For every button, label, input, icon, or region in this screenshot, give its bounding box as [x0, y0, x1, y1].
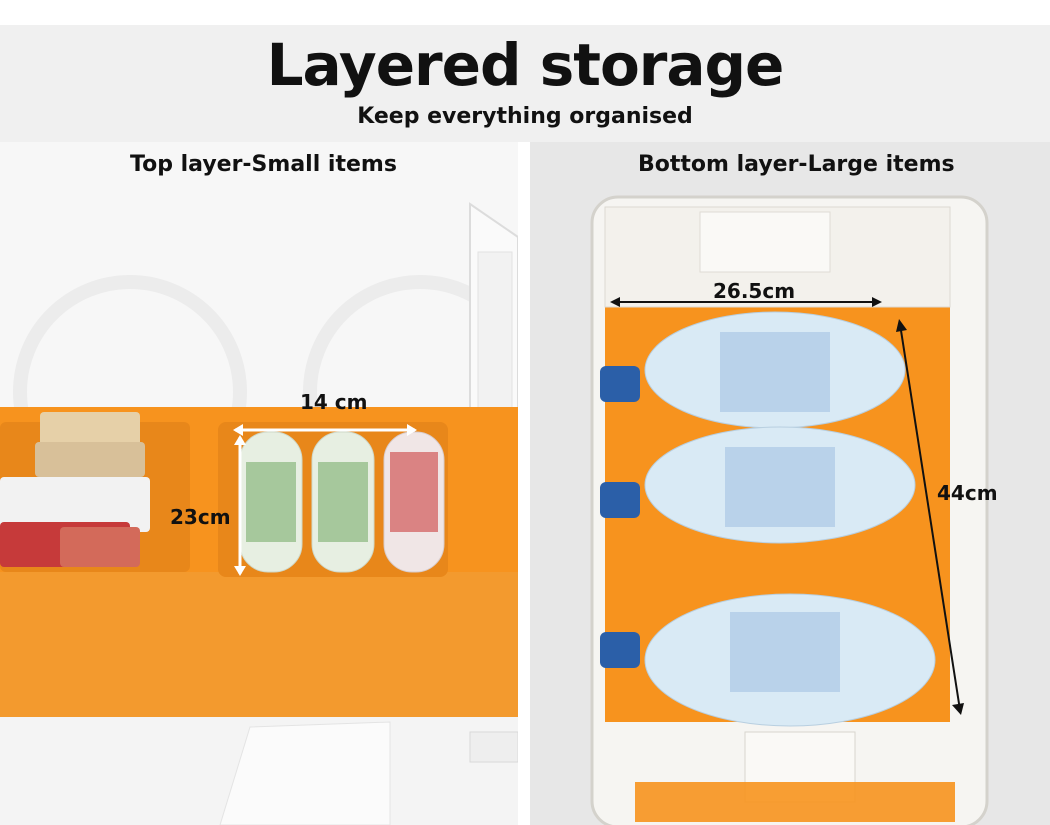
header-band: [0, 25, 1050, 142]
top-height-label: 23cm: [170, 505, 231, 529]
bottom-height-label: 44cm: [937, 481, 998, 505]
top-layer-label: Top layer-Small items: [130, 152, 397, 177]
bottom-layer-photo: [530, 142, 1050, 825]
bottom-layer-label: Bottom layer-Large items: [638, 152, 955, 177]
top-width-label: 14 cm: [300, 390, 368, 414]
bottom-width-label: 26.5cm: [713, 279, 796, 303]
top-layer-photo: [0, 142, 518, 825]
page-subtitle: Keep everything organised: [357, 104, 693, 129]
page-title: Layered storage: [266, 31, 785, 99]
water-bottles: [600, 311, 936, 727]
